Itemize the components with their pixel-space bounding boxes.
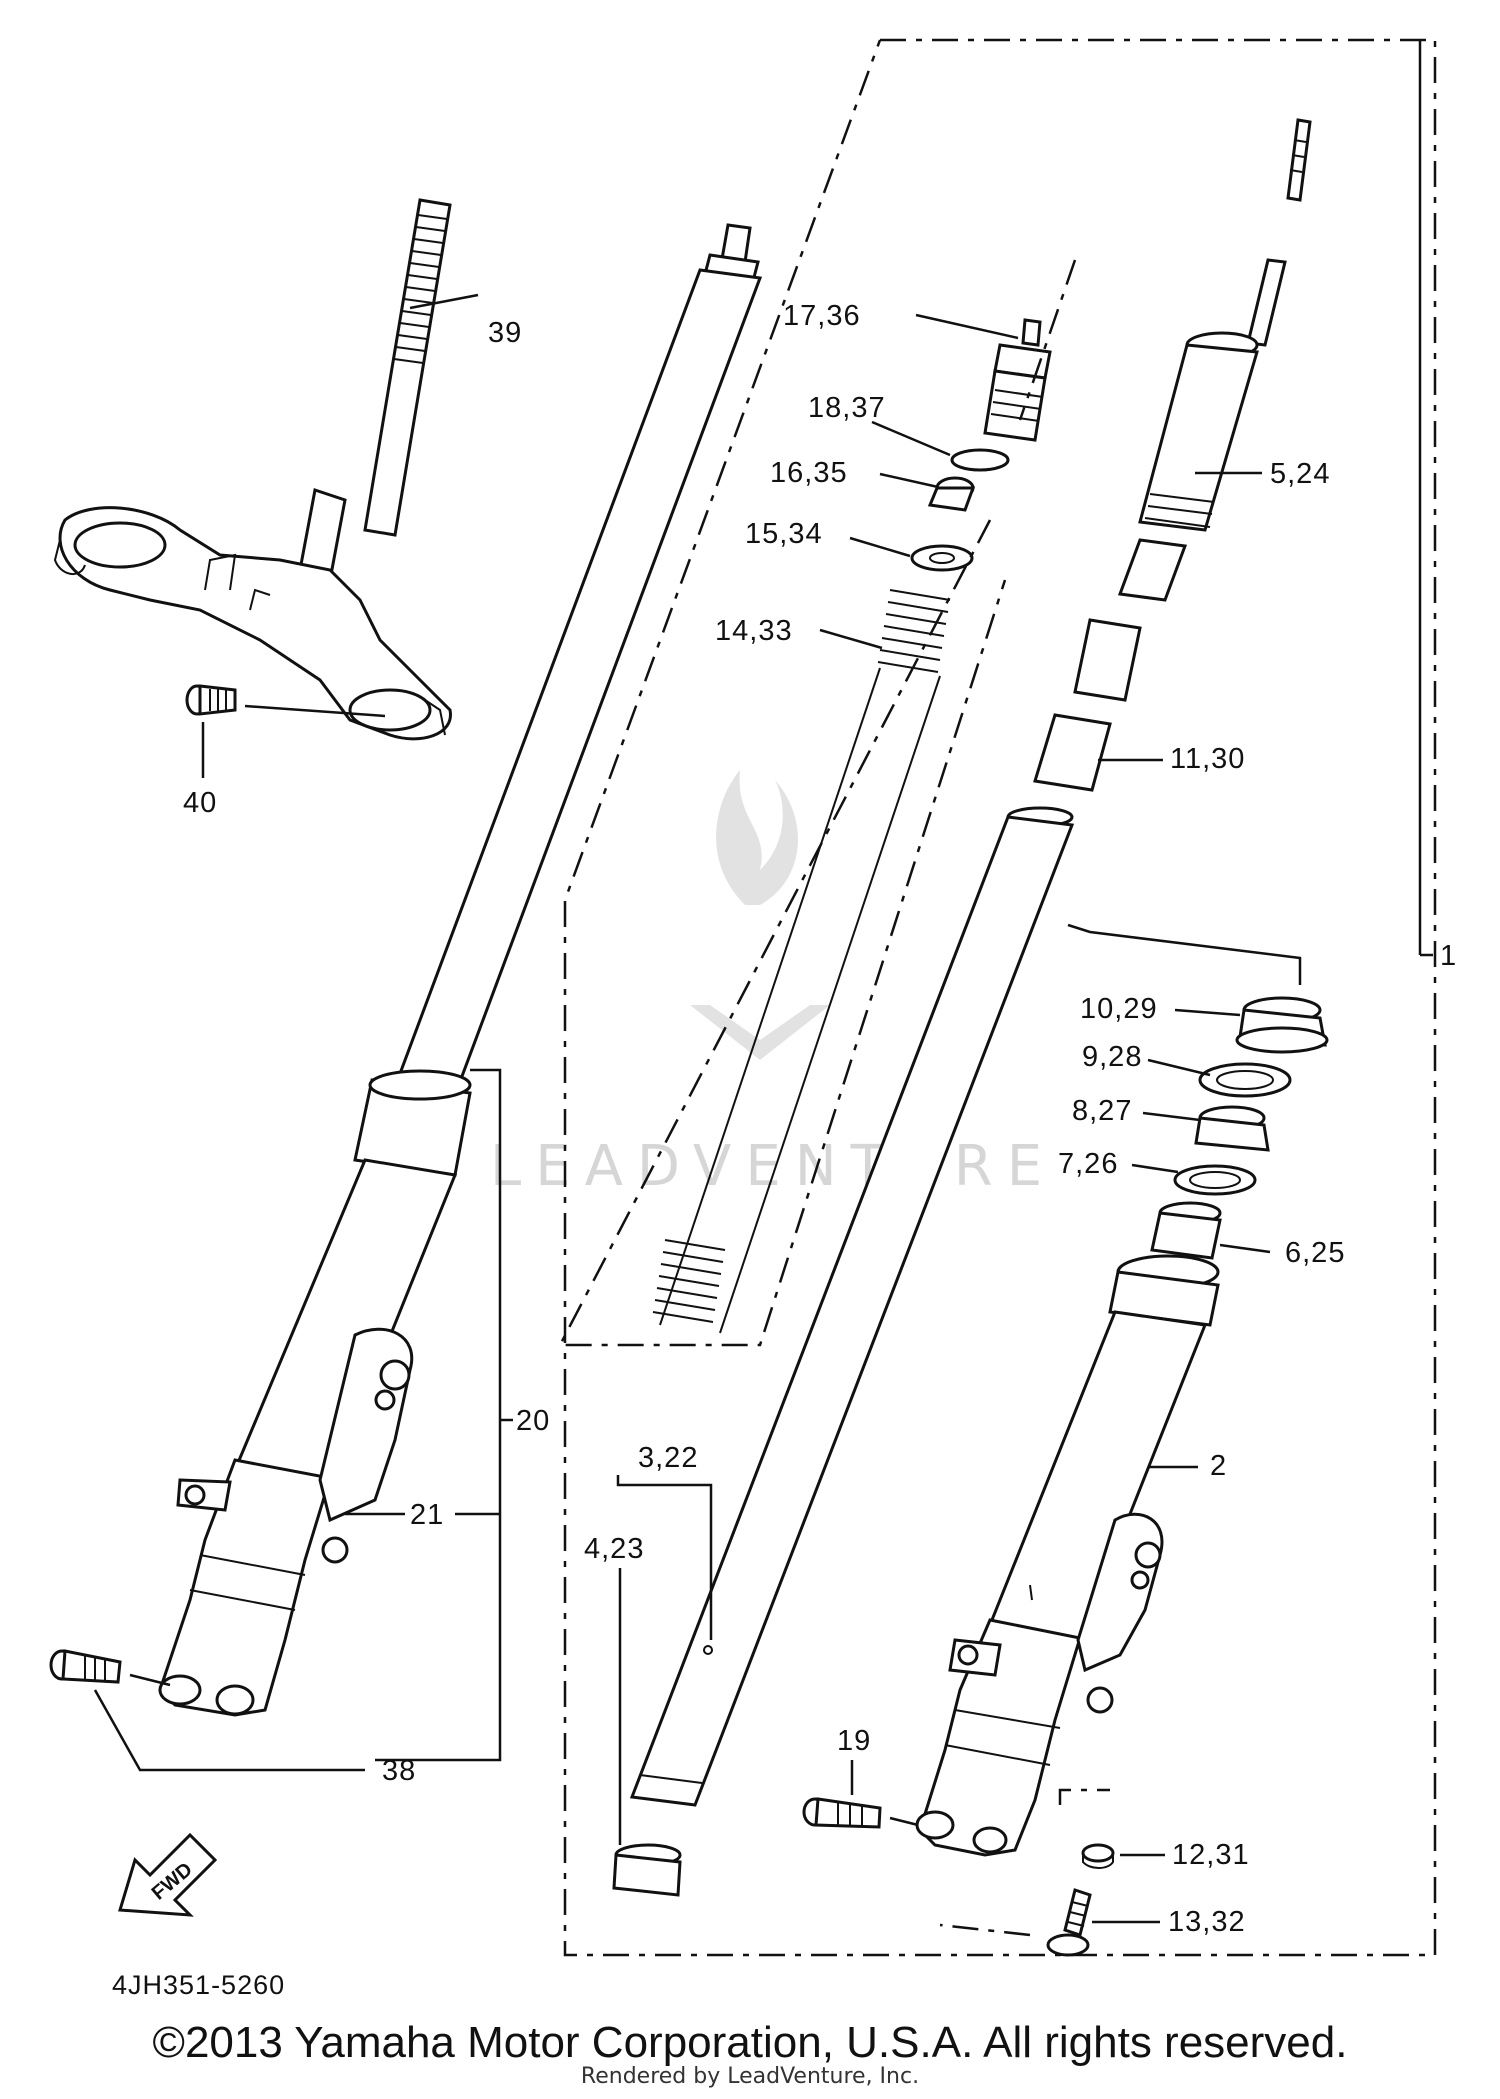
callout-19: 19 <box>837 1725 871 1757</box>
callout-3-22: 3,22 <box>638 1442 698 1474</box>
callout-10-29: 10,29 <box>1080 993 1158 1025</box>
gasket-12-31 <box>1081 1843 1115 1869</box>
callout-16-35: 16,35 <box>770 457 848 489</box>
dust-seal-10-29 <box>1235 996 1329 1054</box>
callout-2: 2 <box>1210 1450 1227 1482</box>
callout-13-32: 13,32 <box>1168 1906 1246 1938</box>
fwd-arrow-icon: FWD <box>118 1832 218 1917</box>
assembly-1-boundary <box>563 38 1437 1957</box>
diagram-code: 4JH351-5260 <box>112 1970 285 2000</box>
bolt-40 <box>185 684 237 716</box>
steering-stem-39 <box>53 198 452 741</box>
left-fork-assembly-20 <box>158 223 763 1717</box>
callout-14-33: 14,33 <box>715 615 793 647</box>
callout-8-27: 8,27 <box>1072 1095 1132 1127</box>
callout-38: 38 <box>382 1755 416 1787</box>
callout-21: 21 <box>410 1499 444 1531</box>
bolt-38 <box>49 1649 122 1684</box>
callout-15-34: 15,34 <box>745 518 823 550</box>
callout-11-30: 11,30 <box>1170 743 1245 775</box>
rendered-by-notice: Rendered by LeadVenture, Inc. <box>580 2064 920 2089</box>
slide-metal-4-23 <box>612 1843 682 1897</box>
fork-spring-14-33 <box>652 589 951 1334</box>
stopper-ring-9-28 <box>1198 1062 1292 1098</box>
callout-1: 1 <box>1440 940 1457 972</box>
callout-40: 40 <box>183 787 217 819</box>
o-ring-18-37 <box>950 448 1010 472</box>
collar-11-30 <box>1033 618 1142 792</box>
callout-7-26: 7,26 <box>1058 1148 1118 1180</box>
callout-4-23: 4,23 <box>584 1533 644 1565</box>
spring-centerline <box>557 259 1077 1347</box>
damper-adjuster-17-36 <box>983 318 1052 442</box>
inner-tube-3-22 <box>629 806 1075 1807</box>
callout-17-36: 17,36 <box>783 300 861 332</box>
outer-tube-2 <box>915 1254 1220 1857</box>
oil-seal-8-27 <box>1194 1105 1270 1152</box>
callout-5-24: 5,24 <box>1270 458 1330 490</box>
bolt-19 <box>802 1797 882 1829</box>
watermark-text: LEADVENTURE <box>490 1134 1056 1199</box>
drain-bolt-13-32 <box>1046 1888 1092 1957</box>
callout-12-31: 12,31 <box>1172 1839 1250 1871</box>
washer-15-34 <box>910 544 974 572</box>
callout-6-25: 6,25 <box>1285 1237 1345 1269</box>
callout-39: 39 <box>488 317 522 349</box>
callout-9-28: 9,28 <box>1082 1041 1142 1073</box>
slide-metal-6-25 <box>1150 1201 1222 1260</box>
callout-18-37: 18,37 <box>808 392 886 424</box>
drain-bolt-bracket <box>939 1788 1110 1937</box>
nut-16-35 <box>927 476 976 512</box>
washer-7-26 <box>1173 1164 1257 1196</box>
callout-20: 20 <box>516 1405 550 1437</box>
cap-bolt-5-24 <box>1117 118 1312 602</box>
copyright-notice: ©2013 Yamaha Motor Corporation, U.S.A. A… <box>152 2018 1348 2067</box>
